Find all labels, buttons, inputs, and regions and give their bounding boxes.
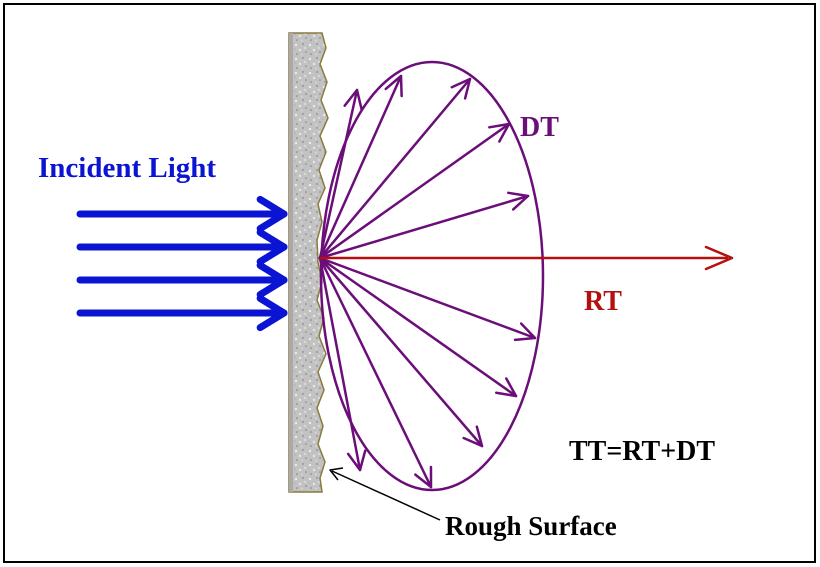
diffuse-ray-10-head: [346, 449, 367, 472]
diffuse-ray-10: [318, 256, 367, 472]
diffuse-rays: [318, 74, 537, 489]
diffuse-ray-4-head: [488, 122, 511, 143]
incident-beam-4-head: [256, 294, 288, 332]
incident-beams: [76, 195, 288, 332]
diffuse-ray-3-head: [450, 77, 472, 100]
dt-label: DT: [520, 112, 559, 143]
incident-beam-2-head: [256, 228, 288, 266]
diffuse-ray-8-head: [462, 425, 484, 448]
rt-arrow-head: [704, 245, 734, 271]
diffuse-ray-5-head: [507, 191, 530, 211]
diffuse-ray-2-shaft: [318, 74, 403, 260]
diffuse-ray-6-shaft: [318, 256, 537, 340]
diffuse-ray-10-shaft: [318, 256, 362, 472]
incident-beam-3-head: [256, 261, 288, 299]
diffuse-ray-8-shaft: [318, 256, 484, 448]
diffuse-ray-6: [318, 256, 537, 342]
diffuse-ray-7-shaft: [318, 256, 518, 398]
equation-label: TT=RT+DT: [569, 436, 715, 467]
diffuse-ray-2: [318, 74, 403, 260]
diffuse-ray-4: [318, 122, 511, 260]
incident-beam-4: [76, 294, 288, 332]
diffuse-ray-1-shaft: [318, 88, 359, 260]
regular-transmission-arrow: [320, 245, 734, 271]
rt-label: RT: [584, 286, 622, 317]
surface-left-edge: [289, 33, 293, 492]
pointer-head: [329, 467, 344, 481]
diffuse-ray-4-shaft: [318, 122, 511, 260]
diffuse-ray-8: [318, 256, 484, 448]
diffuse-ray-1: [318, 88, 363, 260]
rough-surface-label: Rough Surface: [445, 511, 617, 541]
incident-light-label: Incident Light: [38, 152, 216, 184]
diffuse-ray-9: [318, 256, 433, 489]
diffuse-ray-3: [318, 77, 472, 260]
diffuse-lobe-ellipse: [319, 60, 545, 492]
diffuse-ray-7-head: [495, 377, 518, 398]
diffuse-ray-1-head: [343, 88, 363, 111]
diffuse-ray-2-head: [384, 74, 403, 98]
pointer-shaft: [331, 470, 441, 521]
diffuse-ray-9-head: [414, 465, 433, 489]
diffuse-ray-9-shaft: [318, 256, 433, 489]
incident-beam-1-head: [256, 195, 288, 233]
diffuse-ray-3-shaft: [318, 77, 472, 260]
incident-beam-1: [76, 195, 288, 233]
diffuse-ray-5-shaft: [318, 194, 530, 260]
diffuse-ray-7: [318, 256, 518, 398]
incident-beam-2: [76, 228, 288, 266]
incident-beam-3: [76, 261, 288, 299]
surface-pointer-arrow: [329, 467, 441, 521]
diffuse-ray-6-head: [513, 322, 537, 342]
diffuse-ray-5: [318, 191, 530, 260]
